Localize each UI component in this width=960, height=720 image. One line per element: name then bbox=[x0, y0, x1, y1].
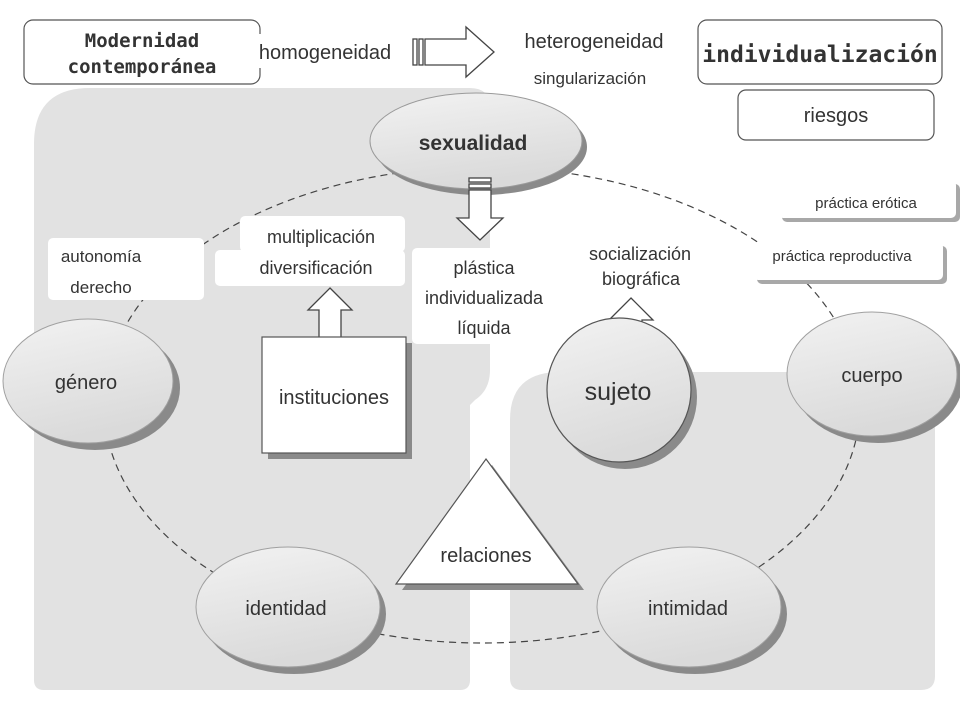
institution-effects-badge: multiplicación diversificación bbox=[215, 216, 405, 286]
type-liquida: líquida bbox=[457, 318, 511, 338]
effect-diversificacion: diversificación bbox=[259, 258, 372, 278]
relaciones-label: relaciones bbox=[440, 545, 531, 567]
cuerpo-label: cuerpo bbox=[841, 365, 902, 387]
genero-label: género bbox=[55, 372, 117, 394]
practice-tab-erotic: práctica erótica bbox=[778, 180, 960, 222]
risk-label: riesgos bbox=[804, 105, 868, 127]
era-label-box: Modernidad contemporánea bbox=[23, 19, 261, 85]
socialization-line2: biográfica bbox=[602, 269, 681, 289]
type-plastica: plástica bbox=[453, 258, 515, 278]
to-term: heterogeneidad bbox=[524, 31, 663, 53]
era-label-line2: contemporánea bbox=[68, 56, 217, 78]
identidad-label: identidad bbox=[245, 598, 326, 620]
type-individualizada: individualizada bbox=[425, 288, 544, 308]
risk-box: riesgos bbox=[737, 89, 935, 141]
node-sexualidad: sexualidad bbox=[369, 92, 587, 195]
term-derecho: derecho bbox=[70, 278, 131, 297]
effect-multiplicacion: multiplicación bbox=[267, 227, 375, 247]
practice-erotic-label: práctica erótica bbox=[815, 195, 917, 212]
instituciones-label: instituciones bbox=[279, 387, 389, 409]
node-sujeto: sujeto bbox=[546, 317, 697, 469]
socialization-line1: socialización bbox=[589, 244, 691, 264]
practice-tab-reproductive: práctica reproductiva bbox=[753, 242, 947, 284]
to-subterm: singularización bbox=[534, 69, 646, 88]
transition-arrow bbox=[412, 25, 495, 79]
node-genero: género bbox=[2, 318, 180, 450]
sexuality-types-badge: plástica individualizada líquida bbox=[412, 248, 562, 344]
node-intimidad: intimidad bbox=[596, 546, 787, 674]
from-term: homogeneidad bbox=[259, 42, 391, 64]
sujeto-label: sujeto bbox=[585, 378, 652, 406]
era-label-line1: Modernidad bbox=[85, 30, 199, 52]
key-concept-box: individualización bbox=[697, 19, 943, 85]
node-relaciones: relaciones bbox=[394, 457, 584, 590]
node-identidad: identidad bbox=[195, 546, 386, 674]
center-node-label: sexualidad bbox=[419, 132, 528, 155]
practice-reproductive-label: práctica reproductiva bbox=[772, 248, 912, 265]
node-instituciones: instituciones bbox=[261, 336, 412, 459]
intimidad-label: intimidad bbox=[648, 598, 728, 620]
left-terms-badge: autonomía derecho bbox=[48, 238, 204, 300]
term-autonomia: autonomía bbox=[61, 247, 142, 266]
from-term-badge bbox=[245, 34, 405, 68]
node-cuerpo: cuerpo bbox=[786, 311, 960, 443]
key-concept: individualización bbox=[702, 42, 937, 68]
down-arrow bbox=[455, 177, 505, 241]
